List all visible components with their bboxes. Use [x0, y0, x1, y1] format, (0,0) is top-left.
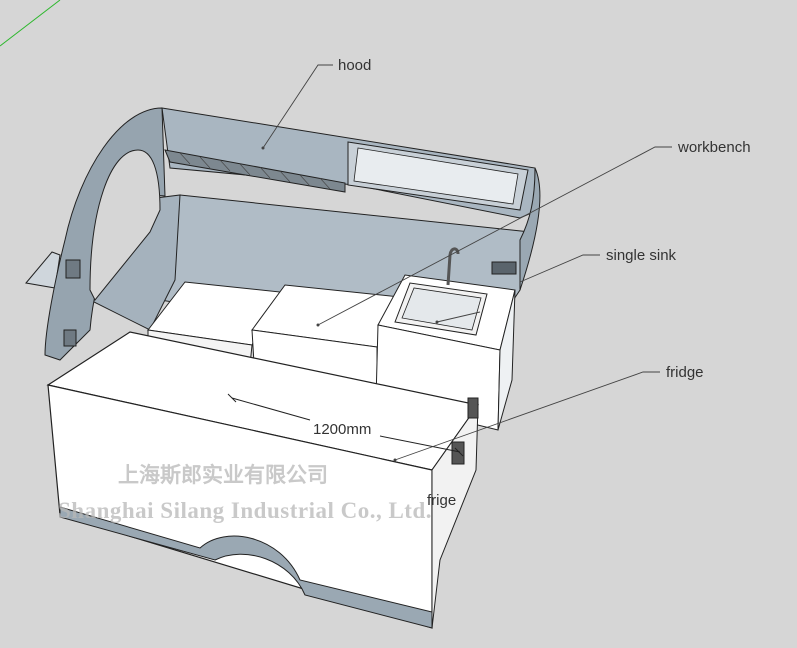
fridge-handle-top: [467, 397, 479, 419]
label-single-sink: single sink: [606, 247, 677, 264]
fridge-handle-bottom: [451, 441, 465, 465]
sink-basin-inner: [401, 287, 482, 331]
sink-inner-leader: [436, 311, 481, 323]
label-dimension: 1200mm: [313, 421, 371, 438]
label-frige: frige: [427, 492, 456, 509]
watermark-en: Shanghai Silang Industrial Co., Ltd.: [58, 498, 432, 523]
hood-hatching: [179, 152, 331, 190]
fridge-leader: [394, 371, 660, 461]
side-ledge: [25, 251, 61, 289]
axis-line: [0, 0, 61, 47]
label-hood: hood: [338, 57, 371, 74]
side-window: [89, 149, 161, 301]
leader-lines: [262, 64, 672, 461]
right-wall-edge: [519, 167, 541, 291]
skirt-band: [59, 506, 433, 629]
arrow-tips: [261, 146, 439, 462]
label-fridge: fridge: [666, 364, 704, 381]
outlet-right: [491, 261, 517, 275]
label-workbench: workbench: [677, 139, 751, 156]
outlet-lower-left: [63, 329, 77, 347]
sink-leader: [519, 254, 600, 283]
hood-leader: [262, 64, 333, 149]
sink-cabinet-side: [497, 289, 516, 431]
hood-filter: [164, 149, 346, 193]
dimension-line: [227, 393, 464, 457]
watermark-cn: 上海斯郎实业有限公司: [118, 463, 328, 487]
shelf-inner: [353, 147, 519, 205]
outlet-left: [65, 259, 81, 279]
workbench-leader: [317, 146, 672, 326]
